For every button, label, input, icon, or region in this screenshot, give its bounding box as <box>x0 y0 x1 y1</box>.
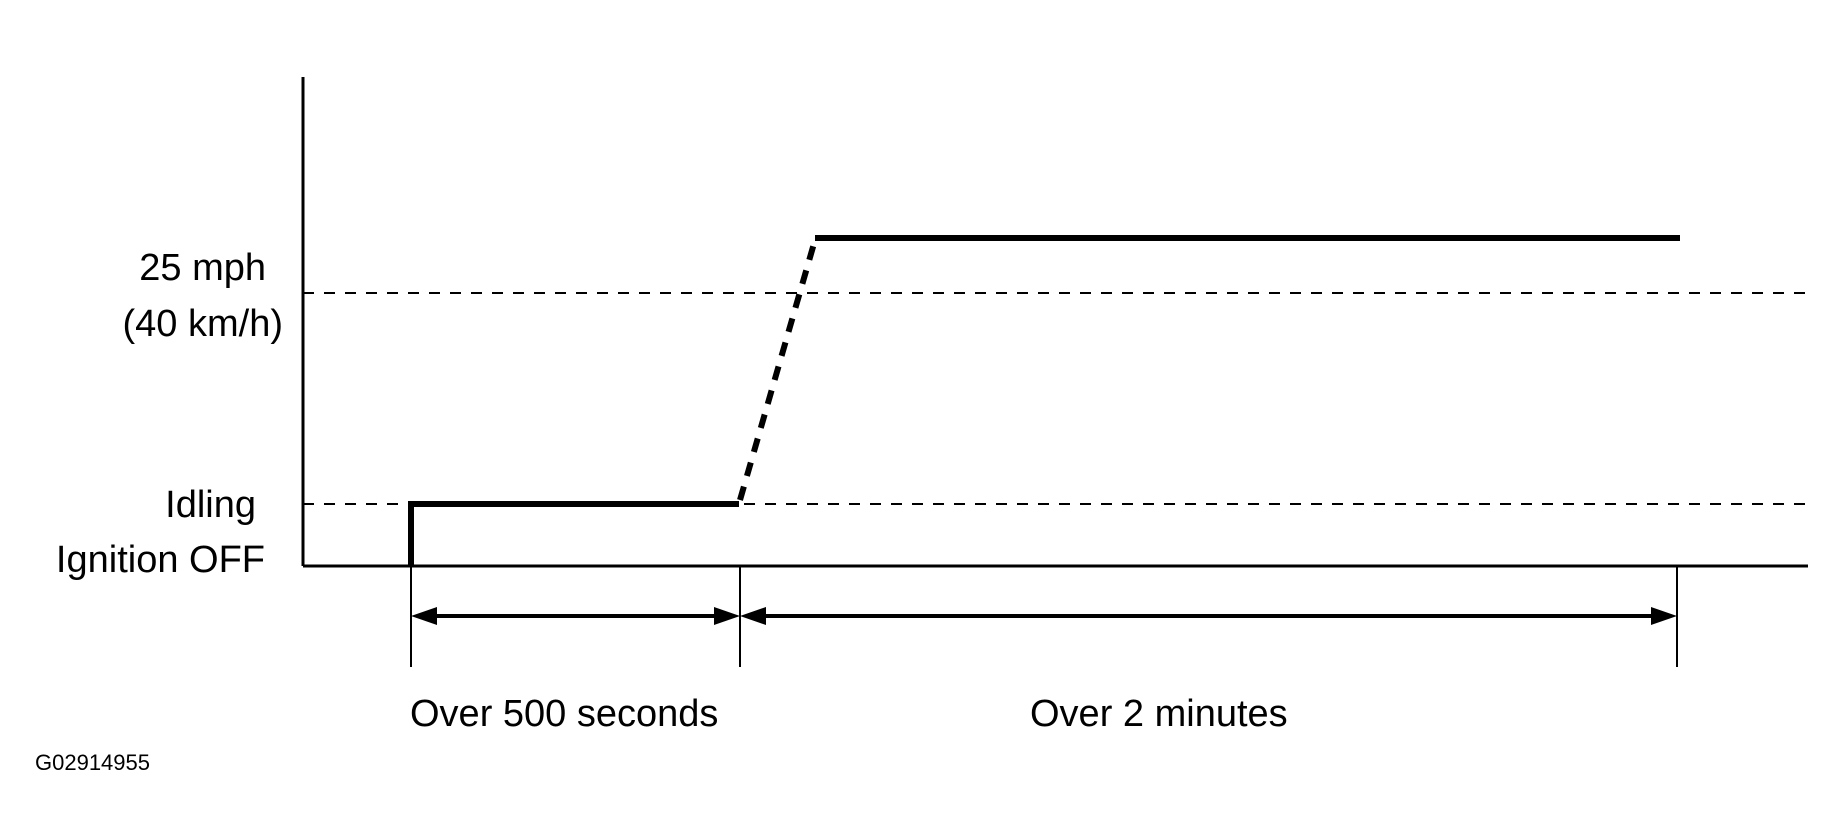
interval-label-2-minutes: Over 2 minutes <box>1030 693 1288 735</box>
speed-trace-acceleration <box>737 239 818 501</box>
y-label-ignition-off: Ignition OFF <box>56 539 265 581</box>
arrowhead-right-icon <box>714 607 740 625</box>
arrowhead-left-icon <box>411 607 437 625</box>
figure-code: G02914955 <box>35 750 150 775</box>
interval-label-500-seconds: Over 500 seconds <box>410 693 718 735</box>
y-label-25mph-line1: 25 mph <box>139 247 266 289</box>
speed-trace-ignition-to-idle <box>408 501 739 566</box>
y-label-25mph-line2: (40 km/h) <box>123 303 283 345</box>
y-label-idling: Idling <box>165 484 256 526</box>
arrowhead-right-icon <box>1651 607 1677 625</box>
arrowhead-left-icon <box>740 607 766 625</box>
